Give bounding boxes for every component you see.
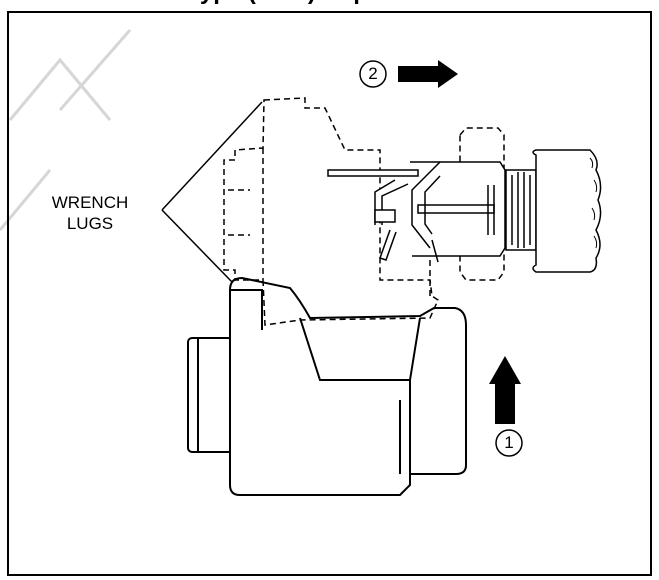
wrench-body-solid [187, 276, 467, 496]
step-2-number: 2 [368, 64, 378, 83]
step-2-marker [359, 60, 387, 88]
step-2-arrow [398, 60, 458, 88]
wrench-lugs-label: WRENCH LUGS [40, 192, 140, 234]
cap-texture [589, 157, 598, 249]
wrench-body-dashed [223, 97, 439, 326]
step-1-marker [495, 429, 523, 457]
step-1-number: 1 [504, 433, 514, 452]
page-title: Type (ADD) Replacement [0, 0, 659, 10]
diagram-frame [7, 11, 652, 576]
wrench-lugs-line-1: WRENCH [51, 193, 129, 212]
step-1-arrow [489, 356, 521, 424]
wrench-lugs-leaders [161, 101, 263, 283]
wrench-lugs-line-2: LUGS [66, 214, 114, 233]
sprinkler-head [327, 127, 602, 281]
